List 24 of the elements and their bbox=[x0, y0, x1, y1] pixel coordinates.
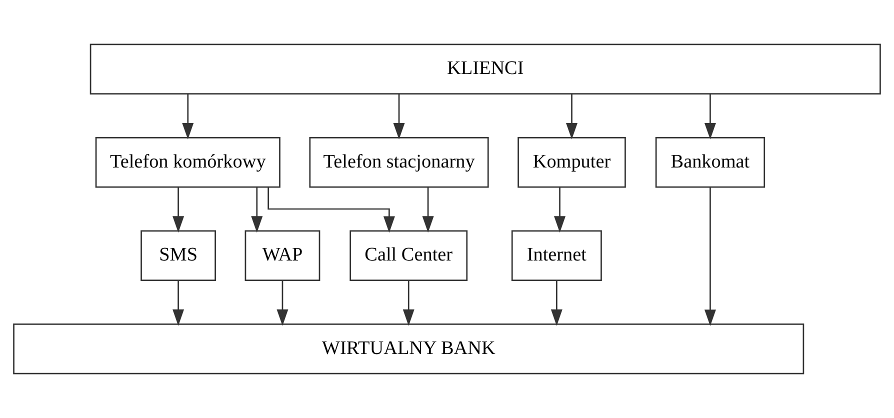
node-box: Komputer bbox=[518, 137, 626, 188]
node-box: WAP bbox=[244, 230, 320, 281]
arrow bbox=[182, 94, 194, 140]
arrow bbox=[422, 187, 434, 233]
node-box: KLIENCI bbox=[90, 44, 881, 95]
arrow bbox=[268, 187, 395, 233]
node-box: Bankomat bbox=[655, 137, 766, 188]
arrow bbox=[276, 280, 288, 326]
arrow bbox=[554, 187, 566, 233]
node-box: Internet bbox=[511, 230, 602, 281]
arrow bbox=[566, 94, 578, 140]
node-box: Call Center bbox=[350, 230, 468, 281]
arrow bbox=[251, 187, 263, 233]
node-box: Telefon komórkowy bbox=[95, 137, 280, 188]
node-box: Telefon stacjonarny bbox=[309, 137, 489, 188]
arrow bbox=[704, 187, 716, 326]
arrow bbox=[172, 187, 184, 233]
arrow bbox=[550, 280, 562, 326]
node-box: WIRTUALNY BANK bbox=[13, 323, 804, 374]
arrow bbox=[172, 280, 184, 326]
arrow bbox=[402, 280, 414, 326]
arrow bbox=[393, 94, 405, 140]
node-box: SMS bbox=[140, 230, 216, 281]
arrow bbox=[704, 94, 716, 140]
